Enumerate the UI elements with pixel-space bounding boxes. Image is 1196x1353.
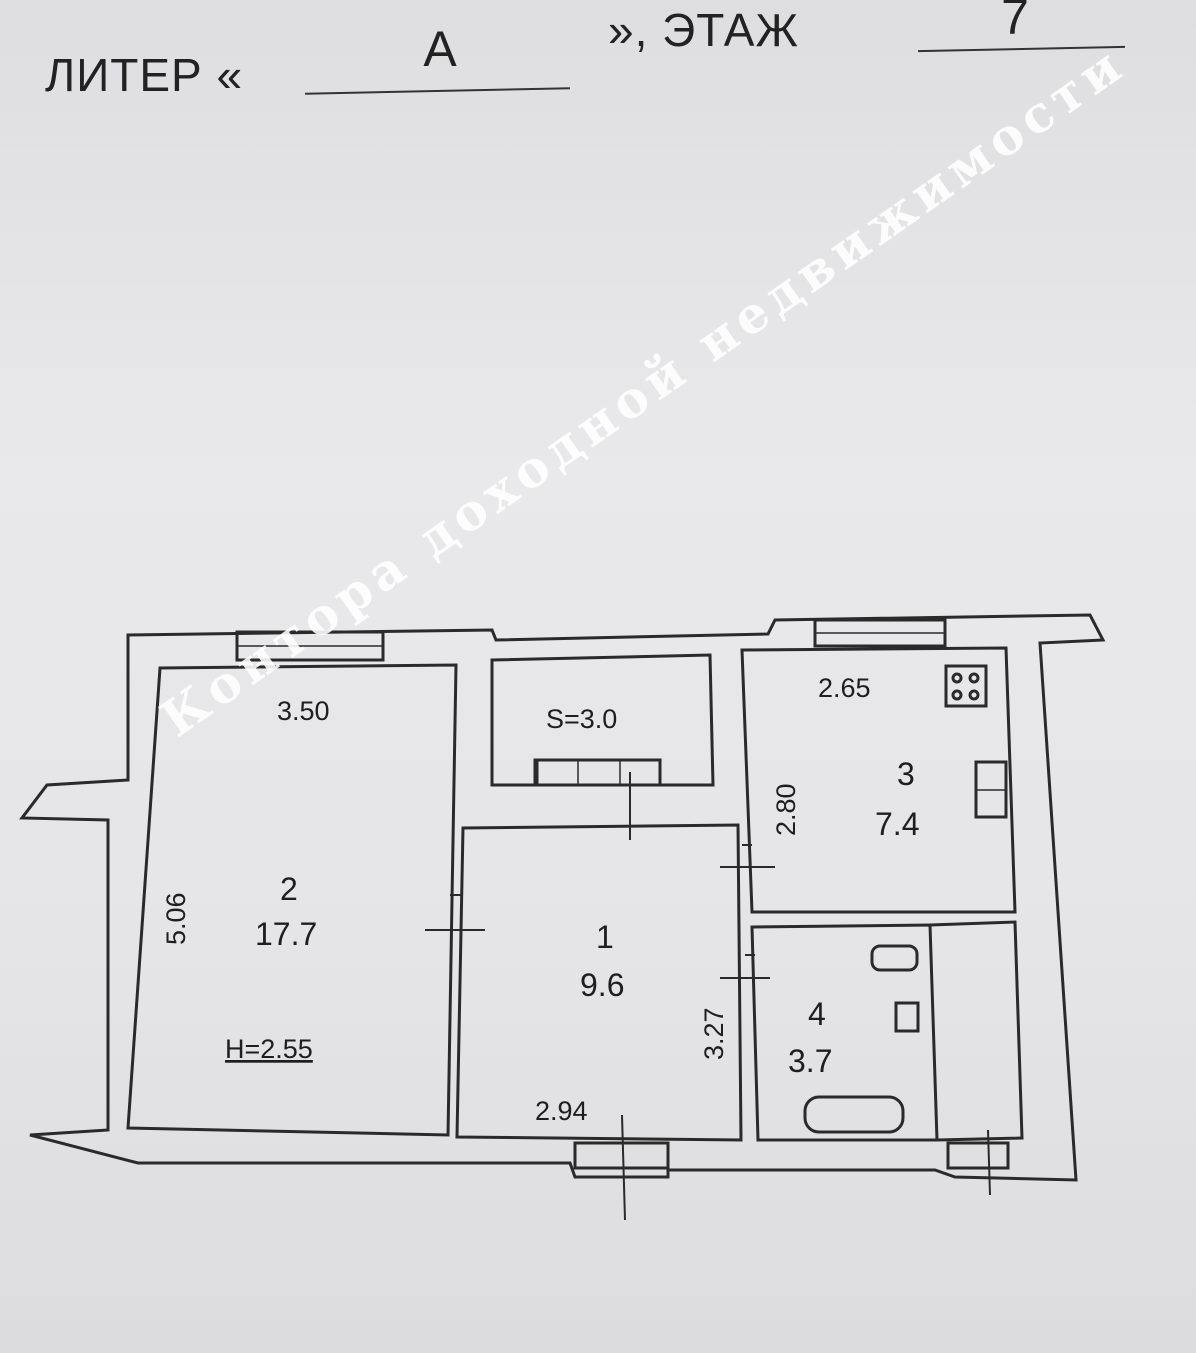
room-4-number: 4 (808, 996, 826, 1032)
bath-tap-icon (894, 1001, 920, 1033)
room-2-area: 17.7 (255, 916, 317, 952)
room-3-walls (740, 646, 1017, 914)
dim-room3-width: 2.65 (818, 673, 871, 703)
outer-wall (19, 613, 1106, 1182)
washbasin-icon (870, 944, 919, 972)
balcony-door (535, 758, 662, 787)
balcony-area: S=3.0 (546, 704, 617, 734)
floor-label: », ЭТАЖ (608, 4, 799, 56)
dim-room3-length: 2.80 (771, 783, 801, 836)
dim-room2-width: 3.50 (277, 696, 330, 726)
liter-label: ЛИТЕР « (45, 49, 244, 101)
bathtub-icon (803, 1095, 905, 1134)
room-1-number: 1 (596, 919, 614, 955)
room-3-number: 3 (897, 756, 915, 792)
floor-value: 7 (1001, 0, 1029, 45)
wc-walls (929, 920, 1024, 1142)
liter-value: А (423, 21, 457, 77)
dim-room1-width: 2.94 (535, 1096, 588, 1126)
ceiling-height: H=2.55 (225, 1034, 313, 1064)
room-2-walls (126, 663, 458, 1137)
wc-window (946, 1141, 1010, 1170)
stove-icon (944, 664, 988, 708)
dim-room1-length: 3.27 (699, 1007, 729, 1060)
dim-room2-length: 5.06 (161, 892, 191, 945)
room-1-walls (455, 823, 743, 1142)
room-1-area: 9.6 (580, 967, 624, 1003)
room-3-area: 7.4 (875, 806, 919, 842)
room-4-area: 3.7 (788, 1043, 832, 1079)
entrance-door (573, 1141, 670, 1170)
room-2-number: 2 (280, 871, 298, 907)
